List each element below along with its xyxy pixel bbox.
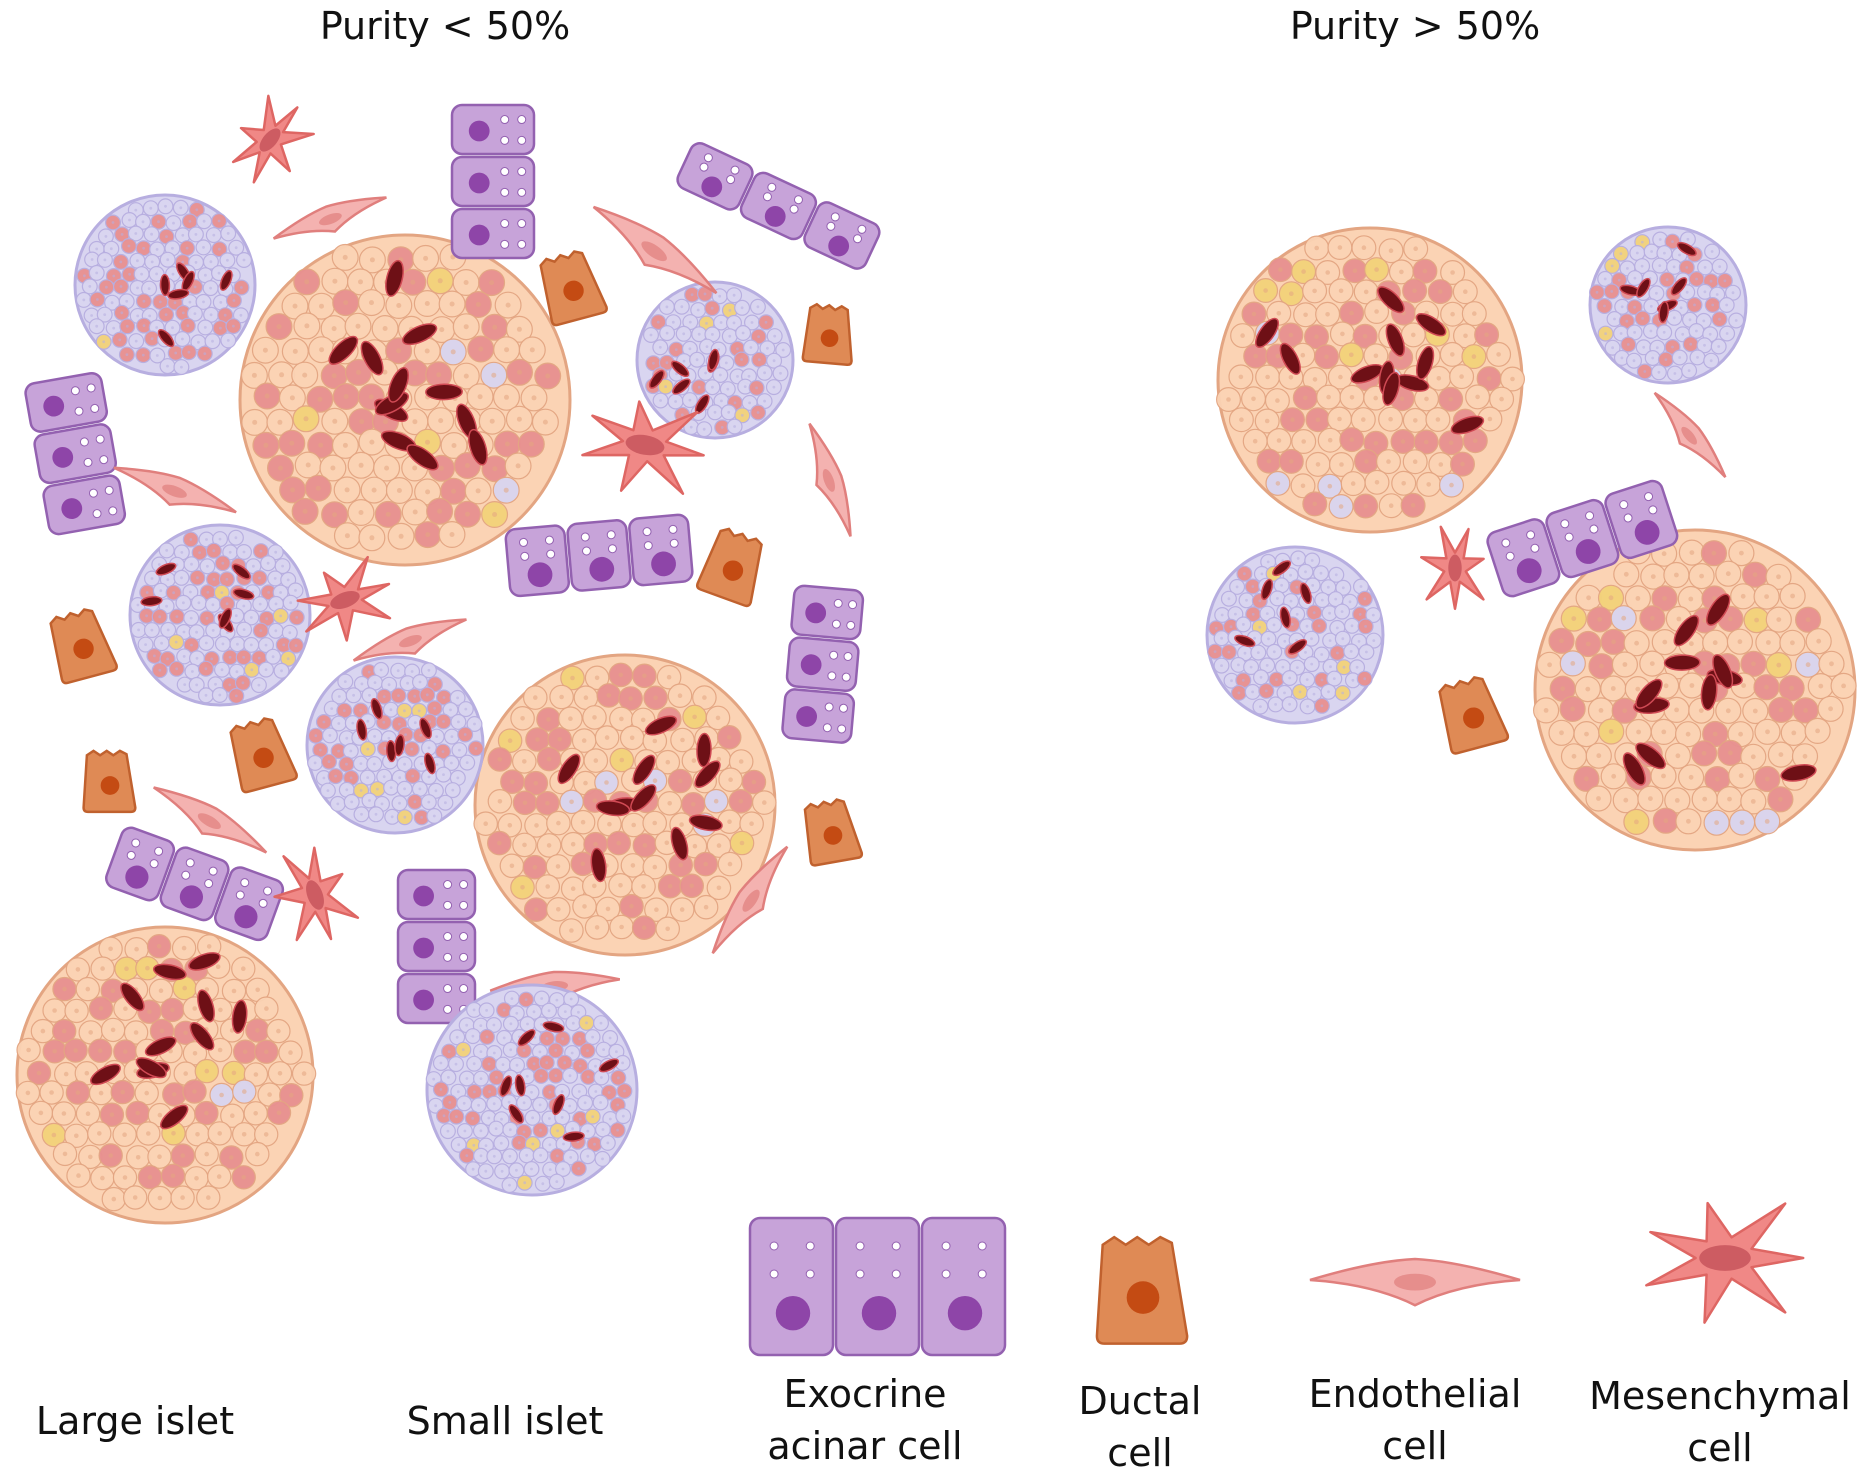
legend-acinar-icon bbox=[750, 1218, 1005, 1355]
legend-text-small-islet: Small islet bbox=[407, 1399, 604, 1443]
acinar-cluster-5 bbox=[782, 585, 864, 743]
title-purity-low: Purity < 50% bbox=[270, 4, 620, 48]
endothelial-cell-3 bbox=[109, 456, 241, 527]
ductal-cell-5 bbox=[226, 714, 298, 793]
legend-label-large-islet: Large islet bbox=[0, 1395, 270, 1447]
ductal-cell-8 bbox=[1435, 673, 1509, 755]
large-islet-4 bbox=[1534, 530, 1857, 850]
endothelial-cell-10 bbox=[1645, 386, 1734, 486]
legend-text-mesenchymal-1: Mesenchymal bbox=[1580, 1370, 1860, 1422]
legend-label-ductal: Ductal cell bbox=[1040, 1375, 1240, 1479]
acinar-cluster-1 bbox=[452, 105, 534, 258]
legend-text-large-islet: Large islet bbox=[36, 1399, 234, 1443]
ductal-cell-2 bbox=[803, 303, 857, 365]
mesenchymal-cell-1 bbox=[220, 88, 325, 195]
small-islet-6 bbox=[1207, 547, 1383, 723]
small-islet-2 bbox=[130, 525, 310, 705]
small-islet-1 bbox=[75, 195, 255, 375]
acinar-cluster-7 bbox=[398, 870, 475, 1023]
legend-text-mesenchymal-2: cell bbox=[1580, 1422, 1860, 1474]
small-islet-4 bbox=[637, 282, 793, 438]
legend-text-ductal-2: cell bbox=[1040, 1427, 1240, 1479]
ductal-cell-3 bbox=[696, 525, 772, 607]
legend-ductal-icon bbox=[1097, 1237, 1187, 1344]
legend-text-acinar-2: acinar cell bbox=[730, 1420, 1000, 1472]
acinar-cluster-4 bbox=[505, 514, 693, 597]
legend-text-ductal-1: Ductal bbox=[1040, 1375, 1240, 1427]
mesenchymal-cell-5 bbox=[1421, 527, 1483, 609]
legend-small-islet-icon bbox=[426, 985, 637, 1195]
legend-label-small-islet: Small islet bbox=[370, 1395, 640, 1447]
legend-text-acinar-1: Exocrine bbox=[730, 1368, 1000, 1420]
small-islet-5 bbox=[1590, 227, 1746, 383]
legend-text-endothelial-2: cell bbox=[1290, 1420, 1540, 1472]
ductal-cell-4 bbox=[46, 605, 118, 684]
legend-label-mesenchymal: Mesenchymal cell bbox=[1580, 1370, 1860, 1474]
legend-endothelial-icon bbox=[1310, 1259, 1520, 1305]
legend-text-endothelial-1: Endothelial bbox=[1290, 1368, 1540, 1420]
acinar-cluster-3 bbox=[24, 372, 126, 536]
ductal-cell-6 bbox=[84, 751, 136, 812]
ductal-cell-7 bbox=[801, 797, 863, 866]
small-islet-3 bbox=[307, 657, 483, 833]
legend-large-islet-icon bbox=[16, 927, 315, 1223]
legend-label-acinar: Exocrine acinar cell bbox=[730, 1368, 1000, 1472]
legend-mesenchymal-icon bbox=[1646, 1203, 1803, 1323]
legend-label-endothelial: Endothelial cell bbox=[1290, 1368, 1540, 1472]
endothelial-cell-4 bbox=[796, 420, 862, 542]
large-islet-3 bbox=[1217, 228, 1525, 532]
title-purity-high: Purity > 50% bbox=[1240, 4, 1590, 48]
large-islet-1 bbox=[240, 235, 570, 565]
mesenchymal-cell-4 bbox=[263, 840, 362, 953]
acinar-cluster-2 bbox=[674, 140, 882, 272]
